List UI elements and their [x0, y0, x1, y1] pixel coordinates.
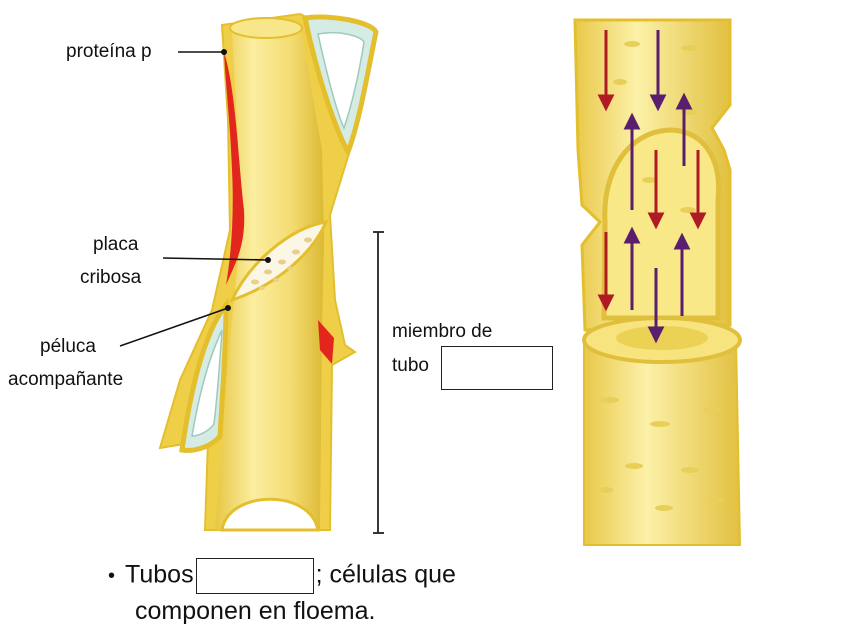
label-companion-line1: péluca [40, 336, 96, 357]
label-member-line2: tubo [392, 355, 429, 376]
leader-line-companion [119, 307, 229, 347]
sieve-plate-pores [251, 237, 312, 290]
protein-p-patch [318, 320, 334, 364]
arrows-up [623, 30, 693, 344]
label-plate-line2: cribosa [80, 267, 142, 288]
lower-tube-pore [616, 326, 708, 350]
lower-tube [583, 339, 742, 546]
caption-line1: • Tubos ; células que [108, 558, 456, 594]
tubes-answer-blank[interactable] [195, 558, 314, 594]
caption-word1: Tubos [125, 560, 194, 589]
inner-chamber [601, 127, 722, 321]
label-protein-p: proteína p [66, 41, 152, 62]
leader-lines [119, 51, 269, 347]
caption-after-blank: ; células que [315, 560, 456, 589]
protein-p-strip [224, 52, 245, 285]
tube-bottom-opening [220, 497, 320, 532]
label-plate-line1: placa [93, 234, 139, 255]
companion-cell-top-inner [317, 31, 365, 131]
arrows-down [597, 30, 707, 312]
label-member-line1: miembro de [392, 321, 493, 342]
caption-line2: componen en floema. [135, 597, 376, 625]
flow-arrows [597, 30, 707, 344]
companion-cell-bottom-inner [191, 329, 223, 437]
member-bracket [373, 231, 384, 534]
label-companion-line2: acompañante [8, 369, 124, 390]
sieve-tube-left [158, 12, 379, 532]
caption-bullet: • [108, 564, 116, 587]
surface-pores [599, 41, 724, 511]
leader-line-plate [162, 257, 269, 261]
tube-top-opening [229, 17, 303, 39]
member-answer-blank[interactable] [441, 346, 553, 390]
